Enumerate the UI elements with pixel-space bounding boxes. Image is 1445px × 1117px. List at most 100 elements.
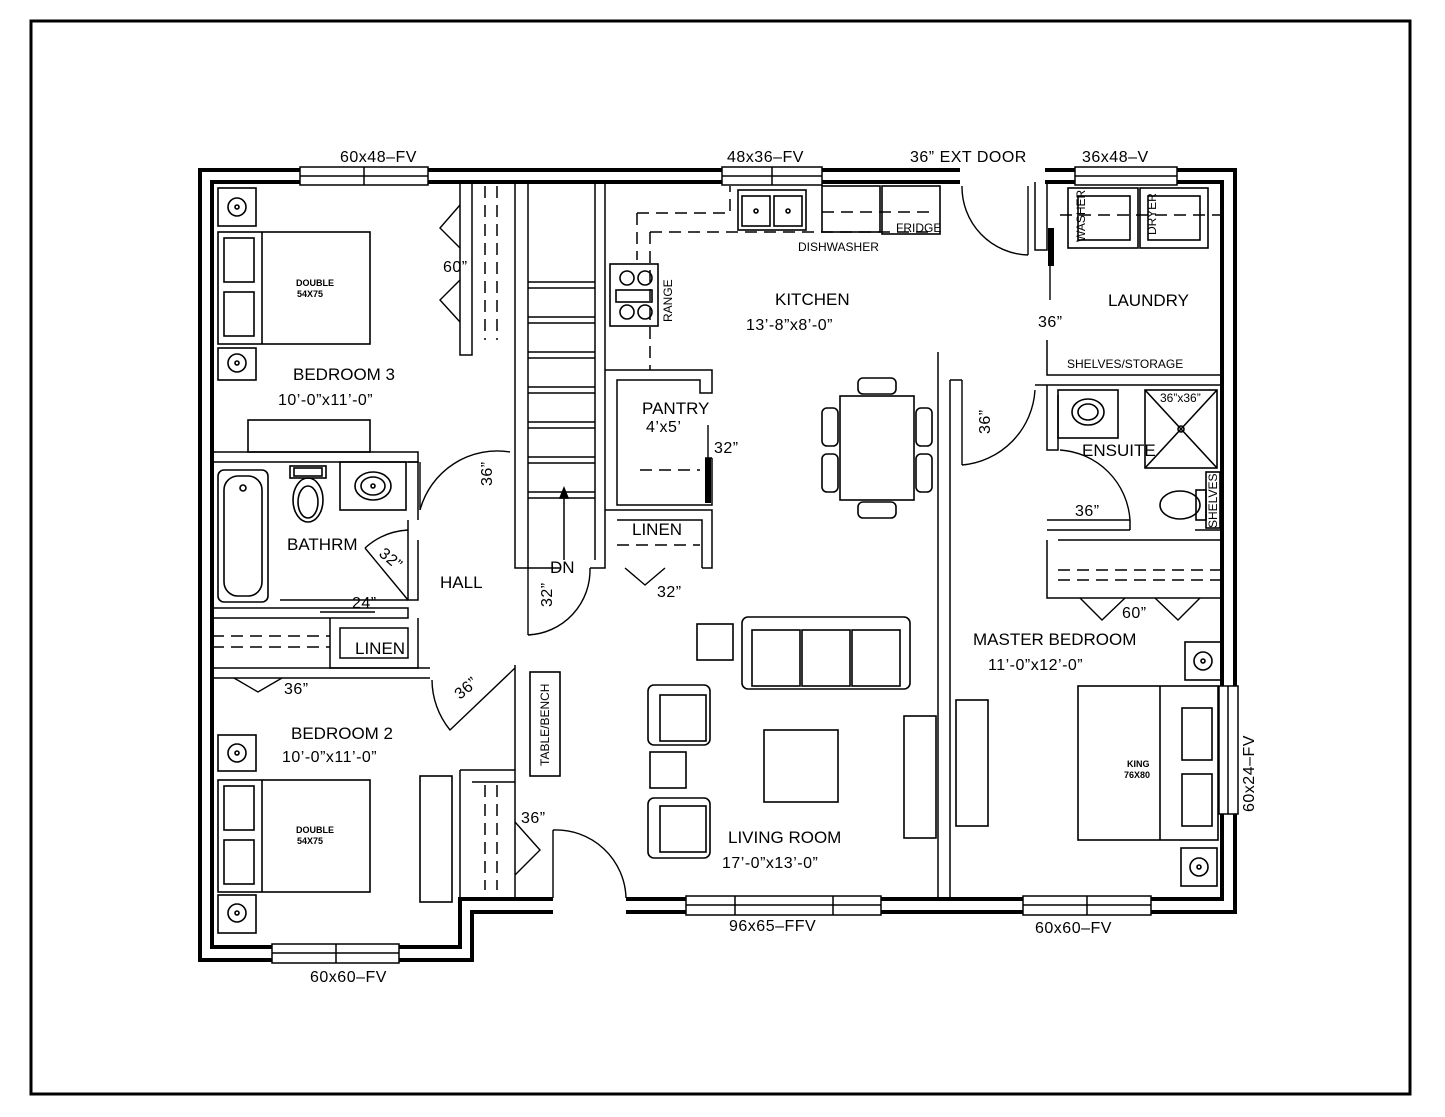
armchair [647,684,711,746]
door-label-closet-bedroom2: 36” [284,681,309,698]
bed-double-3-label: DOUBLE [296,278,334,288]
nightstand [217,894,257,934]
window-label-laundry: 36x48–V [1082,149,1149,166]
door-label-bedroom3: 36” [479,461,496,486]
door-label-linen-kitchen: 32” [657,584,682,601]
end-table [649,751,687,789]
interior-walls [211,181,1222,899]
room-bathroom-name: BATHRM [287,535,358,554]
window-label-bedroom2: 60x60–FV [310,969,387,986]
room-master-size: 11’-0”x12’-0” [988,657,1083,674]
linen-kitchen-label: LINEN [632,520,682,539]
fridge-label: FRIDGE [896,221,941,235]
tv-stand [903,715,937,839]
fridge [881,185,941,235]
room-pantry-name: PANTRY [642,399,709,418]
door-label-closet-master: 60” [1122,605,1147,622]
window-label-kitchen: 48x36–FV [727,149,804,166]
room-living-size: 17’-0”x13’-0” [722,855,818,872]
dresser [419,775,453,903]
room-bedroom3-size: 10’-0”x11’-0” [278,392,373,409]
vanity [339,461,407,511]
door-label-pantry: 32” [714,440,739,457]
ensuite-shelves [1205,471,1221,529]
bed-double-3 [217,231,371,345]
exterior-walls [198,168,1237,962]
room-living-name: LIVING ROOM [728,828,841,847]
nightstand [217,734,257,772]
dashed-lines [212,186,1222,890]
bed-king [1077,685,1219,841]
dresser [247,419,371,453]
room-ensuite-name: ENSUITE [1082,441,1156,460]
doors [233,185,1201,899]
dresser [955,699,989,827]
room-hall-name: HALL [440,573,483,592]
room-bedroom3-name: BEDROOM 3 [293,365,395,384]
page-frame [29,19,1412,1096]
table-bench-label: TABLE/BENCH [538,684,552,766]
window-label-living: 96x65–FFV [729,918,816,935]
door-label-closet-bedroom3: 60” [443,259,468,276]
bed-double-2-size: 54X75 [297,836,323,846]
door-label-master: 36” [977,409,994,434]
bed-double-3-size: 54X75 [297,289,323,299]
bathtub [217,469,269,603]
toilet-bowl [292,477,324,523]
ensuite-toilet [1159,490,1201,520]
door-label-laundry: 36” [1038,314,1063,331]
stairs [528,281,595,560]
door-label-bedroom2: 36” [452,674,482,703]
coffee-table [763,729,839,803]
bed-double-2-label: DOUBLE [296,825,334,835]
armchair [647,797,711,859]
room-bedroom2-size: 10’-0”x11’-0” [282,749,377,766]
exterior-door-label: 36” EXT DOOR [910,149,1027,166]
bed-king-size: 76X80 [1124,770,1150,780]
nightstand [217,187,257,227]
shelves-storage-label: SHELVES/STORAGE [1067,357,1183,371]
windows [271,166,1239,964]
stair-dn-label: DN [550,558,575,577]
dryer-label: DRYER [1145,193,1159,235]
washer-label: WASHER [1074,189,1088,242]
bed-king-label: KING [1127,759,1150,769]
door-label-ensuite: 36” [1075,503,1100,520]
nightstand [1180,847,1218,887]
dishwasher-label: DISHWASHER [798,240,879,254]
door-label-linen-hall: 24” [352,595,377,612]
room-kitchen-size: 13’-8”x8’-0” [746,317,833,334]
furniture [217,185,1222,934]
shower [1144,389,1218,469]
front-door-opening [553,895,626,915]
room-kitchen-name: KITCHEN [775,290,850,309]
door-label-bathroom: 32” [375,545,405,574]
nightstand [1184,641,1222,681]
window-label-master: 60x60–FV [1035,920,1112,937]
bed-double-2 [217,779,371,893]
sink [737,189,807,231]
window-label-master-side: 60x24–FV [1241,735,1258,812]
room-master-name: MASTER BEDROOM [973,630,1136,649]
dining-table [839,395,915,501]
labels: 60x48–FV 48x36–FV 36” EXT DOOR 36x48–V 9… [278,149,1258,986]
shower-label: 36”x36” [1160,391,1201,405]
door-label-front-closet: 36” [521,810,546,827]
shelves-label: SHELVES [1206,474,1220,528]
dishwasher [821,185,881,233]
washer [1067,187,1139,249]
range-label: RANGE [661,279,675,322]
room-laundry-name: LAUNDRY [1108,291,1189,310]
end-table [696,623,734,661]
sofa [741,616,911,690]
nightstand [217,347,257,381]
table-bench [529,671,561,777]
ensuite-vanity [1057,389,1119,439]
range [609,263,659,327]
room-pantry-size: 4’x5’ [646,419,681,436]
window-label-bedroom3: 60x48–FV [340,149,417,166]
dryer [1139,187,1209,249]
exterior-door-opening [960,166,1045,186]
room-bedroom2-name: BEDROOM 2 [291,724,393,743]
